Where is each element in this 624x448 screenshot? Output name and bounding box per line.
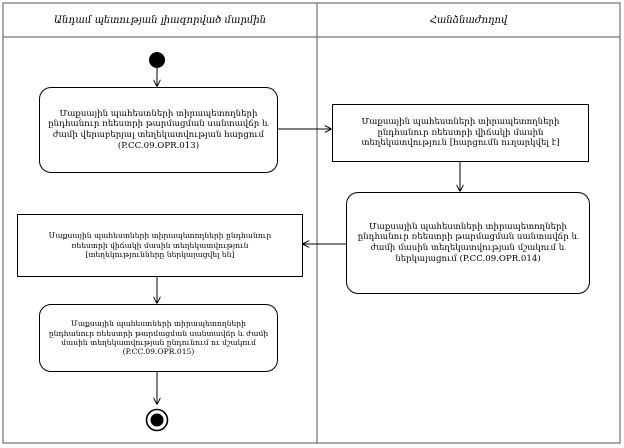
swimlane-frame [2,2,621,444]
end-node-dot [150,413,164,427]
lane-title: Անդամ պետության լիազորված մարմին [53,14,267,26]
lane-header-member-state: Անդամ պետության լիազորված մարմին [3,3,317,37]
object-registry-status-request: Մաքսային պահեստների տիրապետողների ընդհան… [332,104,589,162]
lane-header-commission: Հանձնաժողով [317,3,620,37]
activity-process-opr014: Մաքսային պահեստների տիրապետողների ընդհան… [346,192,590,294]
activity-receive-opr015: Մաքսային պահեստների տիրապետողների ընդհան… [39,304,278,372]
node-text: Մաքսային պահեստների տիրապետողների ընդհան… [361,116,560,149]
start-node [149,52,165,68]
object-registry-status-response: Մաքսային պահեստների տիրապետողների ընդհան… [17,214,303,277]
activity-request-opr013: Մաքսային պահեստների տիրապետողների ընդհան… [39,87,278,173]
node-text: Մաքսային պահեստների տիրապետողների ընդհան… [357,221,579,264]
node-text: Մաքսային պահեստների տիրապետողների ընդհան… [48,319,269,357]
node-text: Մաքսային պահեստների տիրապետողների ընդհան… [48,231,272,260]
node-text: Մաքսային պահեստների տիրապետողների ընդհան… [48,108,269,151]
lane-title: Հանձնաժողով [429,14,508,26]
